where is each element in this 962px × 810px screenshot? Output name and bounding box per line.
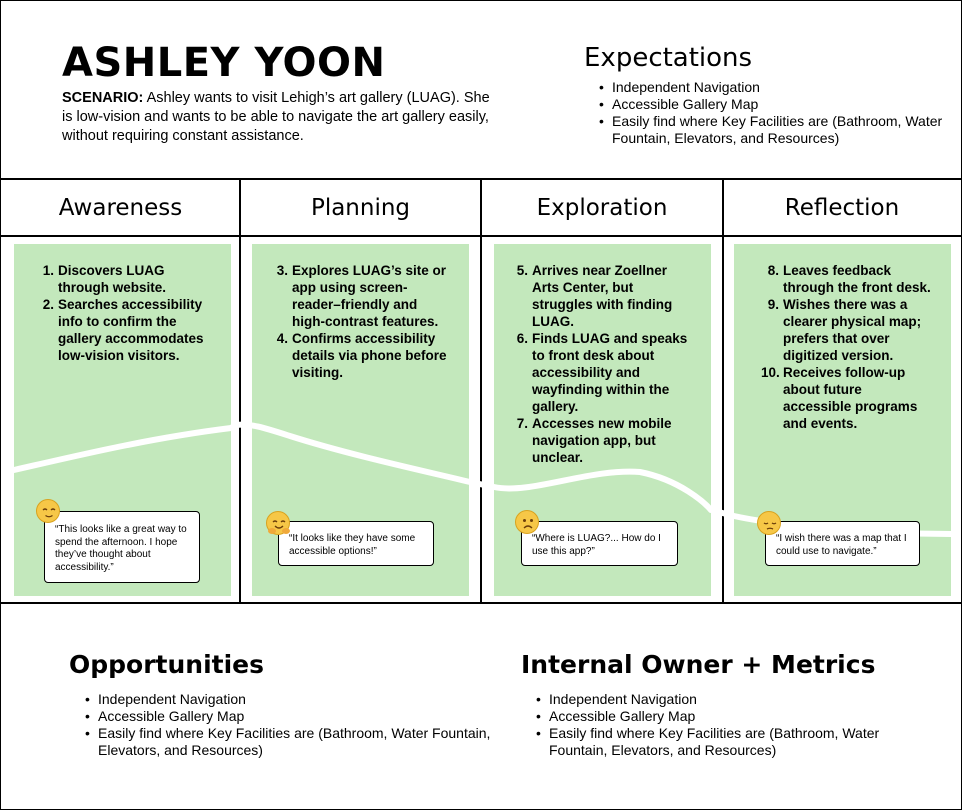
- step-number: 10.: [761, 365, 780, 380]
- step-text: Searches accessibility info to confirm t…: [58, 297, 204, 363]
- quote-awareness: “This looks like a great way to spend th…: [44, 511, 200, 583]
- list-item: Easily find where Key Facilities are (Ba…: [536, 725, 909, 759]
- step-number: 3.: [276, 263, 288, 278]
- stage-header-awareness: Awareness: [58, 195, 183, 221]
- step-text: Confirms accessibility details via phone…: [292, 331, 447, 380]
- step-text: Discovers LUAG through website.: [58, 263, 166, 295]
- step-number: 6.: [516, 331, 528, 346]
- opportunities-title: Opportunities: [69, 650, 265, 679]
- stage-header-reflection: Reflection: [784, 195, 900, 221]
- list-item: 5. Arrives near Zoellner Arts Center, but…: [517, 262, 692, 330]
- step-number: 5.: [516, 263, 528, 278]
- list-item: Easily find where Key Facilities are (Ba…: [599, 113, 952, 147]
- hugging-face-icon: [266, 511, 290, 535]
- step-number: 1.: [42, 263, 54, 278]
- list-item: Accessible Gallery Map: [599, 96, 952, 113]
- owner-metrics-title: Internal Owner + Metrics: [521, 650, 876, 679]
- step-text: Receives follow-up about future accessib…: [783, 365, 918, 431]
- list-item: 4. Confirms accessibility details via pho…: [277, 330, 452, 381]
- owner-metrics-list: Independent Navigation Accessible Galler…: [535, 691, 909, 759]
- list-item: Independent Navigation: [536, 691, 909, 708]
- steps-planning: 3. Explores LUAG’s site or app using scre…: [277, 262, 452, 381]
- list-item: 1. Discovers LUAG through website.: [43, 262, 208, 296]
- step-text: Accesses new mobile navigation app, but …: [532, 416, 672, 465]
- step-number: 2.: [42, 297, 54, 312]
- quote-reflection: “I wish there was a map that I could use…: [765, 521, 920, 566]
- step-text: Wishes there was a clearer physical map;…: [783, 297, 922, 363]
- list-item: 10.Receives follow-up about future acces…: [761, 364, 933, 432]
- quote-exploration: “Where is LUAG?... How do I use this app…: [521, 521, 678, 566]
- quote-planning: “It looks like they have some accessible…: [278, 521, 434, 566]
- list-item: 2. Searches accessibility info to confirm…: [43, 296, 208, 364]
- step-text: Explores LUAG’s site or app using screen…: [292, 263, 447, 329]
- stage-header-exploration: Exploration: [536, 195, 668, 221]
- list-item: 6. Finds LUAG and speaks to front desk ab…: [517, 330, 692, 415]
- stage-divider-2: [480, 179, 482, 604]
- persona-name: ASHLEY YOON: [62, 40, 386, 86]
- step-text: Leaves feedback through the front desk.: [783, 263, 931, 295]
- step-number: 9.: [767, 297, 779, 312]
- step-number: 7.: [516, 416, 528, 431]
- step-number: 4.: [276, 331, 288, 346]
- list-item: 8. Leaves feedback through the front desk…: [768, 262, 933, 296]
- scenario-text: Ashley wants to visit Lehigh’s art galle…: [62, 90, 490, 144]
- relieved-face-icon: [36, 499, 60, 523]
- opportunities-list: Independent Navigation Accessible Galler…: [84, 691, 498, 759]
- step-text: Arrives near Zoellner Arts Center, but s…: [532, 263, 673, 329]
- step-text: Finds LUAG and speaks to front desk abou…: [532, 331, 688, 414]
- list-item: Independent Navigation: [599, 79, 952, 96]
- stage-divider-3: [722, 179, 724, 604]
- expectations-title: Expectations: [584, 43, 753, 73]
- step-number: 8.: [767, 263, 779, 278]
- pensive-face-icon: [757, 511, 781, 535]
- steps-exploration: 5. Arrives near Zoellner Arts Center, but…: [517, 262, 692, 466]
- stage-header-planning: Planning: [310, 195, 411, 221]
- scenario-label: SCENARIO:: [62, 90, 144, 106]
- list-item: Accessible Gallery Map: [536, 708, 909, 725]
- scenario: SCENARIO: Ashley wants to visit Lehigh’s…: [62, 89, 502, 146]
- stage-divider-1: [239, 179, 241, 604]
- steps-reflection: 8. Leaves feedback through the front desk…: [761, 262, 933, 432]
- frowning-face-icon: [515, 510, 539, 534]
- list-item: 7. Accesses new mobile navigation app, bu…: [517, 415, 692, 466]
- list-item: Easily find where Key Facilities are (Ba…: [85, 725, 498, 759]
- list-item: Independent Navigation: [85, 691, 498, 708]
- steps-awareness: 1. Discovers LUAG through website. 2. Sear…: [43, 262, 208, 364]
- list-item: Accessible Gallery Map: [85, 708, 498, 725]
- list-item: 3. Explores LUAG’s site or app using scre…: [277, 262, 452, 330]
- list-item: 9. Wishes there was a clearer physical ma…: [768, 296, 933, 364]
- expectations-list: Independent Navigation Accessible Galler…: [598, 79, 952, 147]
